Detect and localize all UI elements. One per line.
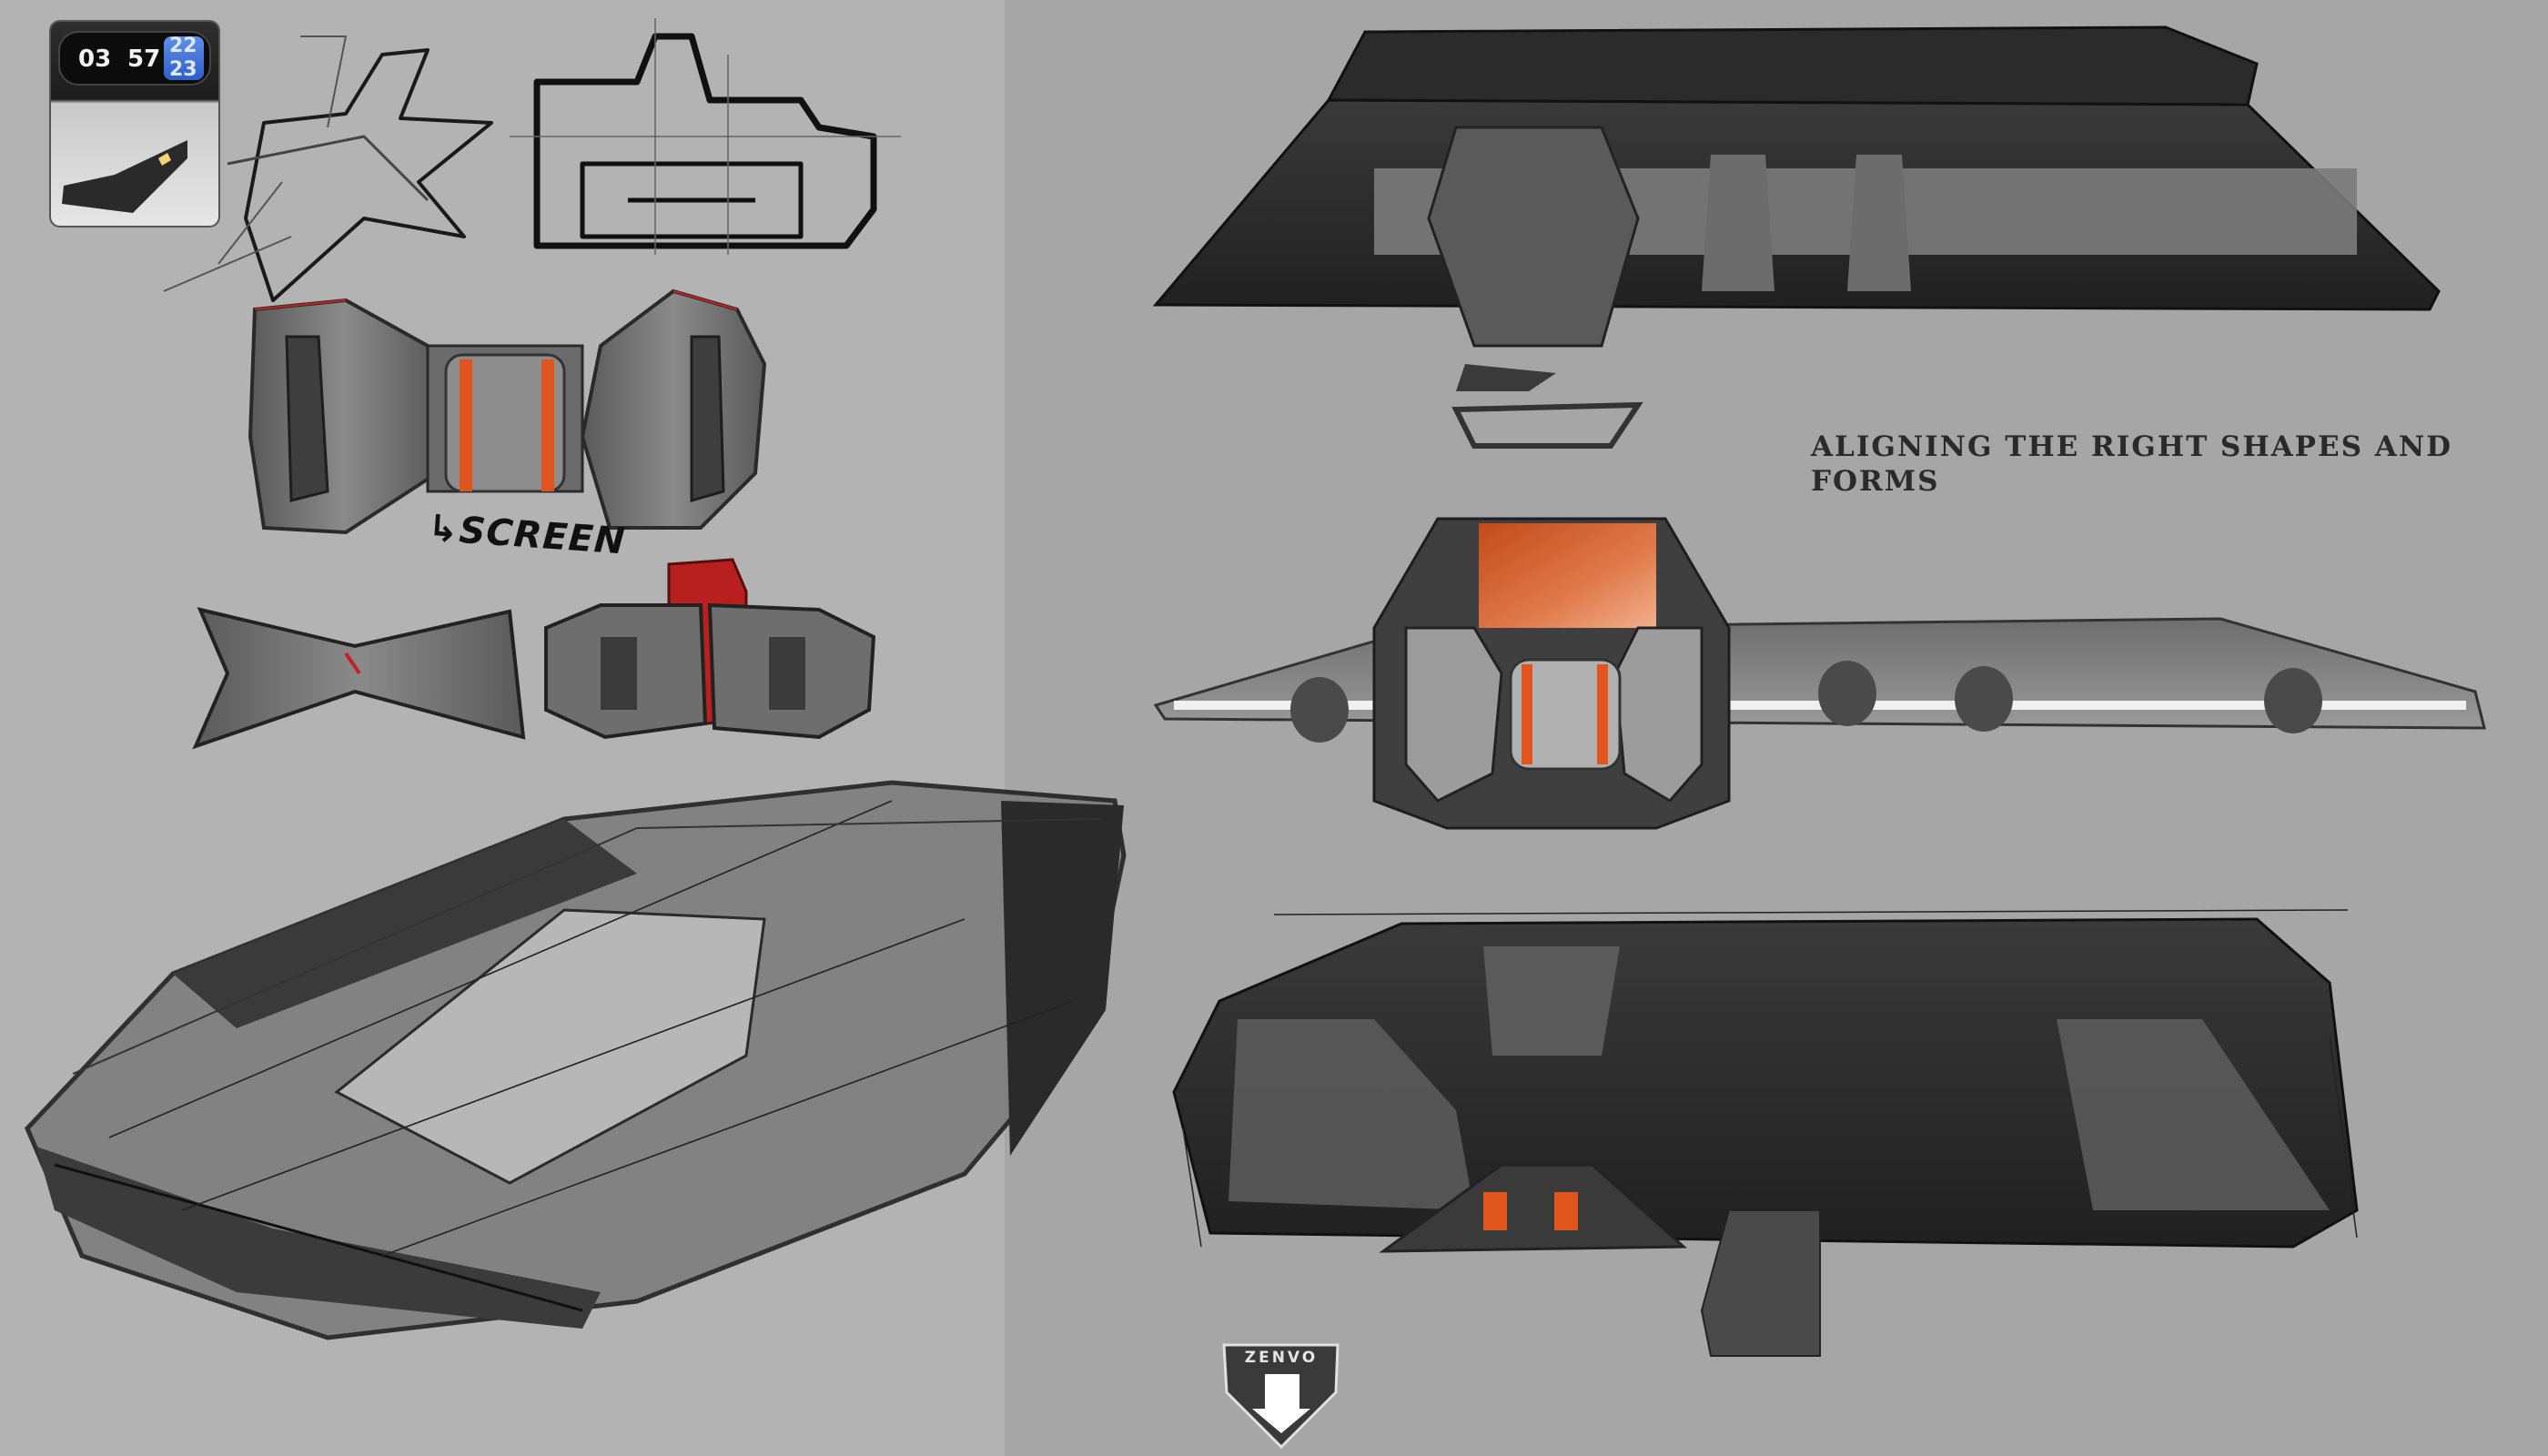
render-dashboard-front (1153, 517, 2486, 830)
sketch-wing-outline (163, 35, 493, 302)
shield-emblem-icon (1222, 1343, 1340, 1450)
clock-flip-digit: 22 23 (164, 36, 204, 80)
clock-widget: 03 57 22 23 (49, 20, 220, 228)
clock-minutes: 57 (127, 46, 161, 73)
render-dashboard-rear (1172, 909, 2359, 1357)
clock-extra-top: 22 (169, 36, 197, 57)
caption-line-2: forms (1811, 465, 1940, 498)
widget-wing-thumbnail (62, 140, 187, 213)
sketch-interior-perspective (25, 780, 1127, 1340)
bowtie-screen-render (248, 288, 767, 535)
caption-heading: Aligning the right shapes and forms (1811, 430, 2466, 499)
sketch-console-outline (510, 18, 901, 255)
clock-display: 03 57 22 23 (58, 31, 211, 86)
sketch-red-console (544, 558, 876, 740)
clock-hours: 03 (78, 46, 112, 73)
logo-wordmark: ZENVO (1244, 1349, 1319, 1367)
sketch-small-bowtie (192, 607, 526, 750)
caption-line-1: Aligning the right shapes and (1811, 430, 2453, 463)
render-dashboard-top (1152, 25, 2441, 449)
clock-extra-bottom: 23 (169, 58, 197, 80)
